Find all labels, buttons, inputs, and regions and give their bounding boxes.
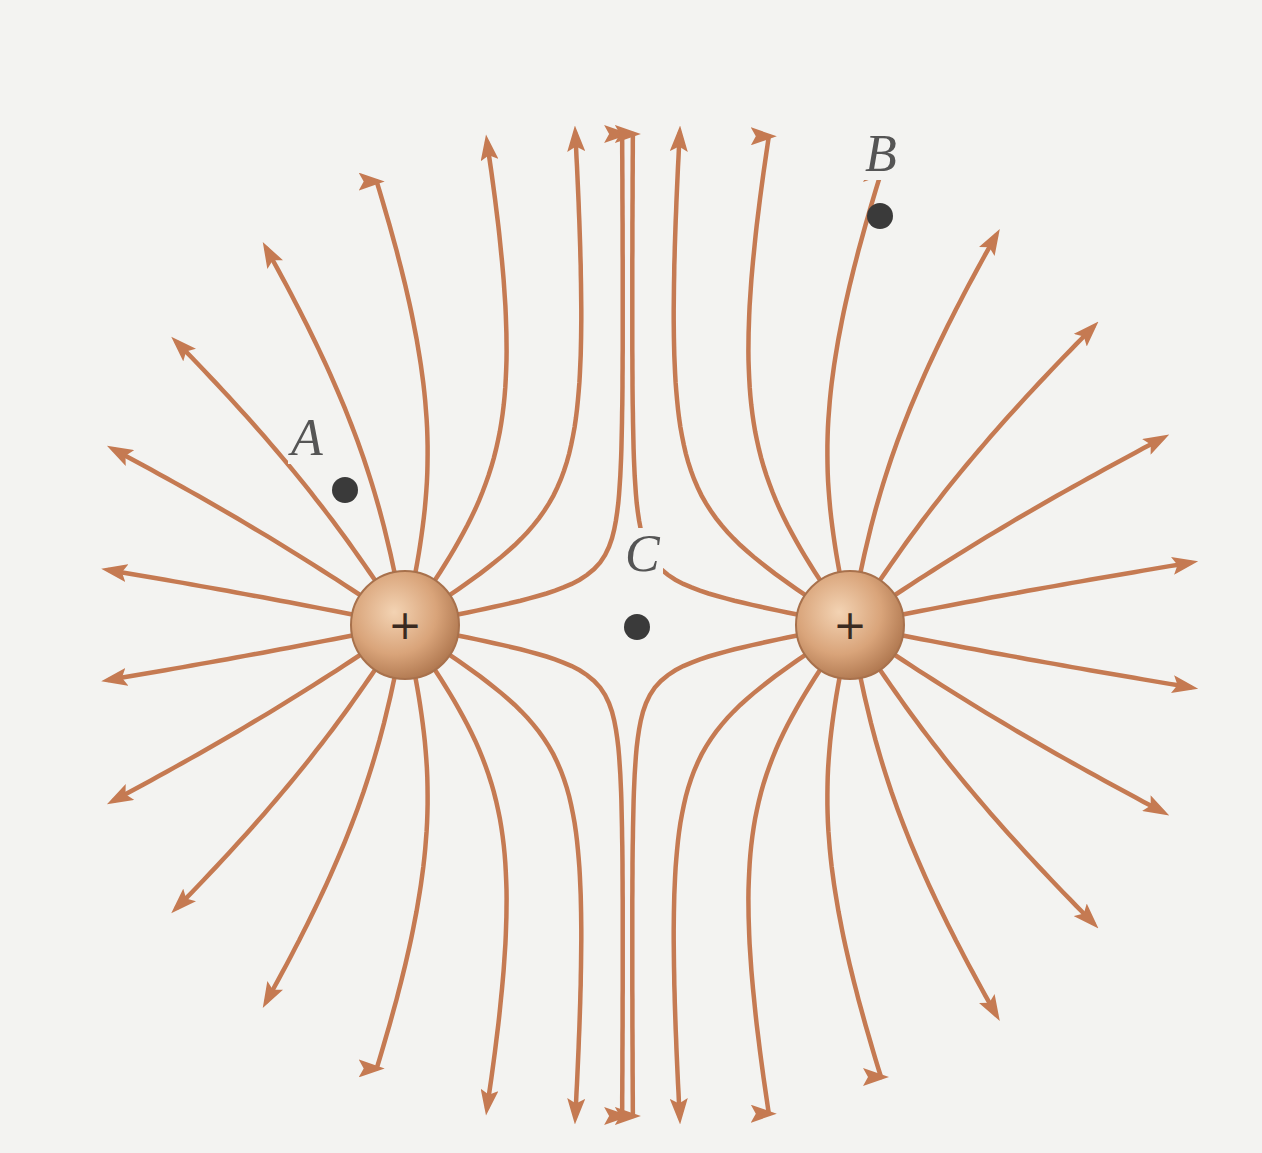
field-line <box>827 676 881 1077</box>
field-line <box>893 654 1162 812</box>
point-dot <box>332 477 358 503</box>
field-line <box>879 668 1093 923</box>
field-line <box>377 676 428 1068</box>
charge-sign: + <box>388 605 422 645</box>
field-line <box>448 134 581 597</box>
field-line <box>901 635 1190 687</box>
point-dot <box>624 614 650 640</box>
field-line <box>267 676 395 1001</box>
field-line <box>177 668 376 908</box>
field-line <box>177 342 376 582</box>
field-line <box>109 570 354 615</box>
field-line <box>114 654 362 801</box>
field-line <box>879 327 1093 582</box>
field-line <box>748 668 821 1113</box>
field-line <box>456 635 623 1116</box>
point-dot <box>867 203 893 229</box>
field-line <box>267 249 395 574</box>
point-charge: + <box>349 569 461 681</box>
point-label: A <box>288 412 326 464</box>
point-label: C <box>622 528 663 580</box>
field-line <box>109 635 354 680</box>
field-line <box>748 136 821 582</box>
field-line <box>860 236 996 574</box>
point-label: B <box>862 128 900 180</box>
field-line <box>377 182 428 574</box>
charge-sign: + <box>833 605 867 645</box>
field-line <box>632 635 799 1116</box>
point-charge: + <box>794 569 906 681</box>
field-line <box>674 654 807 1117</box>
field-line <box>456 134 623 615</box>
field-line <box>860 676 996 1014</box>
field-line <box>901 563 1190 615</box>
field-line <box>114 450 362 596</box>
field-line <box>434 142 507 582</box>
field-line <box>434 668 507 1107</box>
